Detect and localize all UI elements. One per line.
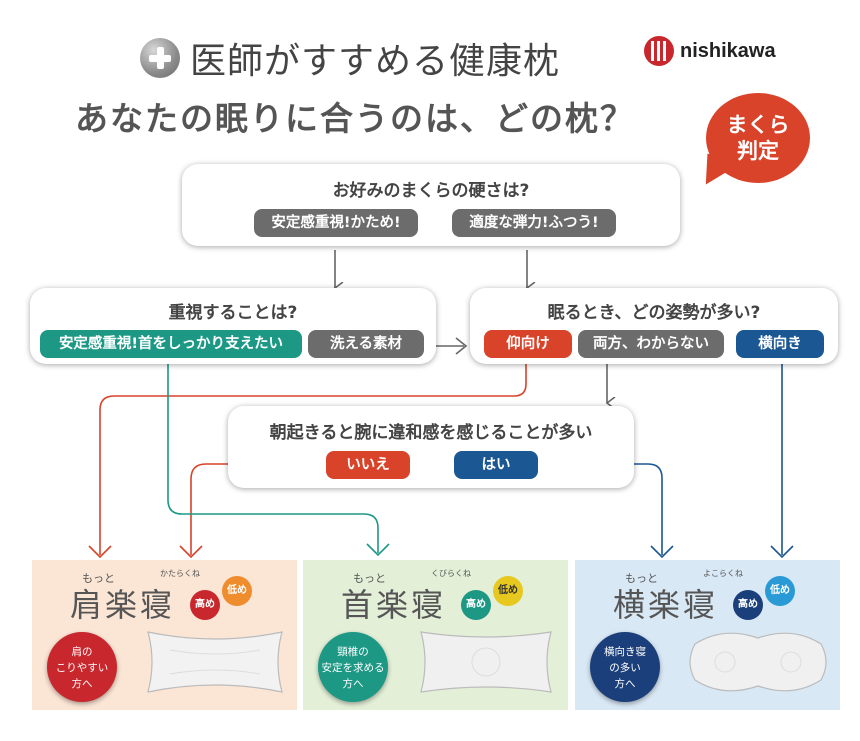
product-ruby: よこらくね [703,569,743,578]
arrowhead-side [770,545,794,559]
line-yes-to-yokorakune [538,463,663,555]
question-title: 重視することは? [168,303,298,323]
arrowhead-supine [88,545,112,559]
height-high-badge: 高め [190,590,220,620]
header-title: 医師がすすめる健康枕 [140,32,560,84]
question-title: 朝起きると腕に違和感を感じることが多い [269,423,593,443]
height-low-badge: 低め [493,576,523,606]
brand-logo: nishikawa [644,36,776,66]
question-title: お好みのまくらの硬さは? [332,181,530,201]
arrow-q2-to-q3-head [455,337,468,355]
product-panel-katarakune[interactable]: もっと かたらくね 肩楽寝 高め 低め 肩の こりやすい 方へ [32,560,297,710]
line-no-to-katarakune [190,463,326,555]
option-no[interactable]: いいえ [326,451,410,479]
target-line: 安定を求める [321,662,385,674]
option-supine[interactable]: 仰向け [484,330,572,358]
judgement-badge: まくら 判定 [706,93,810,183]
question-box-priority: 重視することは? 安定感重視!首をしっかり支えたい 洗える素材 [30,288,436,364]
target-line: 方へ [342,678,364,690]
brand-name: nishikawa [680,39,776,62]
option-firm[interactable]: 安定感重視!かため! [254,209,418,237]
question-title: 眠るとき、どの姿勢が多い? [547,303,761,323]
question-box-posture: 眠るとき、どの姿勢が多い? 仰向け 両方、わからない 横向き [470,288,838,364]
option-yes[interactable]: はい [454,451,538,479]
product-name: 肩楽寝 [70,586,176,624]
product-ruby: かたらくね [160,569,200,578]
target-line: 方へ [71,678,93,690]
height-low-badge: 低め [222,576,252,606]
option-washable[interactable]: 洗える素材 [308,330,424,358]
option-neck-support[interactable]: 安定感重視!首をしっかり支えたい [40,330,302,358]
target-circle: 頸椎の 安定を求める 方へ [318,632,388,702]
main-question: あなたの眠りに合うのは、どの枕？ [75,99,635,138]
badge-line2: 判定 [737,139,779,163]
pillow-image [147,631,283,693]
height-high-badge: 高め [461,590,491,620]
nishikawa-logo-icon [644,36,674,66]
arrowhead-yes [650,545,674,559]
line-supine-to-katarakune [99,360,527,555]
page-title: 医師がすすめる健康枕 [190,41,561,82]
line-neck-to-kubirakune [167,360,379,553]
target-circle: 肩の こりやすい 方へ [47,632,117,702]
target-line: 肩の [71,646,93,658]
option-both[interactable]: 両方、わからない [578,330,724,358]
option-side[interactable]: 横向き [736,330,824,358]
height-high-badge: 高め [733,590,763,620]
medical-cross-icon [140,38,180,78]
target-circle: 横向き寝 の多い 方へ [590,632,660,702]
badge-line1: まくら [726,113,790,137]
pillow-image [420,631,552,693]
target-line: 頸椎の [337,646,369,658]
target-line: こりやすい [55,662,109,674]
target-line: 横向き寝 [604,646,646,658]
product-name: 首楽寝 [341,586,447,624]
arrowhead-no [179,545,203,559]
product-name: 横楽寝 [613,586,719,624]
product-panel-kubirakune[interactable]: もっと くびらくね 首楽寝 高め 低め 頸椎の 安定を求める 方へ [303,560,568,710]
pillow-image [689,632,827,692]
question-box-hardness: お好みのまくらの硬さは? 安定感重視!かため! 適度な弾力!ふつう! [182,164,680,246]
question-box-arm: 朝起きると腕に違和感を感じることが多い いいえ はい [228,406,634,488]
target-line: の多い [609,662,641,674]
product-motto: もっと [82,572,115,585]
product-ruby: くびらくね [431,569,471,578]
height-low-badge: 低め [765,576,795,606]
target-line: 方へ [614,678,636,690]
product-motto: もっと [353,572,386,585]
product-panel-yokorakune[interactable]: もっと よこらくね 横楽寝 高め 低め 横向き寝 の多い 方へ [575,560,840,710]
option-medium[interactable]: 適度な弾力!ふつう! [452,209,616,237]
product-motto: もっと [625,572,658,585]
arrowhead-neck [366,543,390,557]
